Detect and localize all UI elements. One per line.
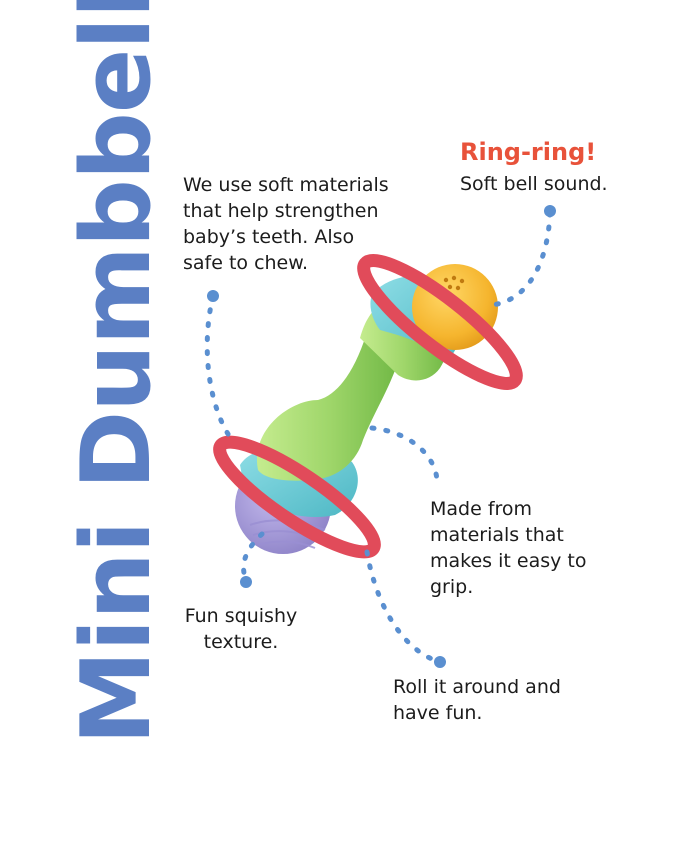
- ring-heading: Ring-ring!: [460, 138, 597, 166]
- roll-callout-line: [364, 549, 443, 665]
- roll-caption: Roll it around and have fun.: [393, 674, 561, 726]
- bell-callout-line: [489, 210, 553, 308]
- callout-lines: [204, 210, 553, 665]
- lower-ring: [213, 435, 381, 559]
- upper-ring: [357, 254, 523, 390]
- bell-caption: Soft bell sound.: [460, 173, 608, 195]
- materials-line: We use soft materials: [183, 174, 389, 196]
- grip-line: grip.: [430, 576, 474, 598]
- texture-caption: Fun squishy texture.: [172, 603, 310, 655]
- materials-caption: We use soft materials that help strength…: [183, 172, 389, 276]
- texture-callout-line: [241, 531, 265, 583]
- texture-line: Fun squishy: [184, 605, 298, 627]
- grip-caption: Made from materials that makes it easy t…: [430, 496, 586, 600]
- materials-line: baby’s teeth. Also: [183, 226, 355, 248]
- roll-line: have fun.: [393, 702, 483, 724]
- grip-line: materials that: [430, 524, 564, 546]
- materials-line: that help strengthen: [183, 200, 379, 222]
- roll-line: Roll it around and: [393, 676, 561, 698]
- callout-dots: [207, 205, 556, 668]
- grip-line: makes it easy to: [430, 550, 587, 572]
- materials-line: safe to chew.: [183, 252, 309, 274]
- texture-line: texture.: [203, 631, 279, 653]
- grip-line: Made from: [430, 498, 533, 520]
- grip-callout-line: [369, 425, 440, 483]
- materials-callout-line: [204, 293, 235, 443]
